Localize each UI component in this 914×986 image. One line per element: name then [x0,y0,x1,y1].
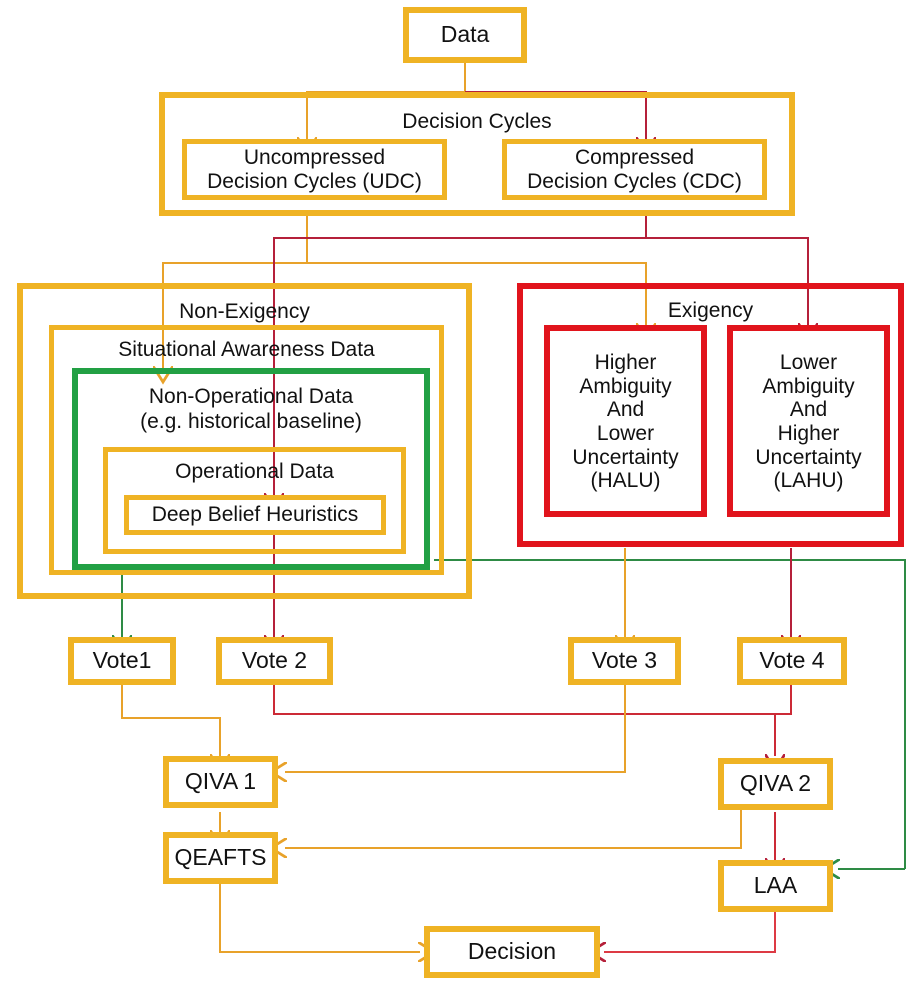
node-vote2[interactable]: Vote 2 [216,637,333,685]
node-vote1[interactable]: Vote1 [68,637,176,685]
node-laa-label: LAA [753,872,798,899]
wire-udc-halu [307,262,646,325]
node-decision[interactable]: Decision [424,926,600,978]
wire-vote2-qiva2 [273,685,775,756]
group-decision-cycles[interactable]: Decision Cycles [159,92,795,216]
node-lahu-line-6: (LAHU) [773,469,844,493]
node-vote2-label: Vote 2 [241,647,308,674]
node-udc[interactable]: Uncompressed Decision Cycles (UDC) [182,139,447,200]
node-vote4[interactable]: Vote 4 [737,637,847,685]
node-lahu-line-4: Higher [777,422,840,445]
wire-udc-nonexigency [163,262,307,368]
node-halu-line-6: (HALU) [590,469,661,493]
wire-vote1-qiva1 [121,685,220,756]
node-halu-line-2: Ambiguity [579,374,672,398]
node-laa[interactable]: LAA [718,860,833,912]
node-lahu-line-2: Ambiguity [762,374,855,398]
group-situational-awareness[interactable]: Situational Awareness Data [49,325,444,575]
node-deep-belief-heuristics-label: Deep Belief Heuristics [151,503,359,527]
node-qiva2-label: QIVA 2 [739,770,812,797]
node-cdc-line1: Compressed [574,145,695,169]
group-non-operational-data-label: Non-Operational Data [148,385,354,408]
node-qeafts[interactable]: QEAFTS [163,832,278,884]
wire-qiva2-qeafts [285,810,742,848]
node-data-label: Data [440,21,490,48]
node-cdc[interactable]: Compressed Decision Cycles (CDC) [502,139,767,200]
group-non-exigency-label: Non-Exigency [179,300,310,323]
wire-laa-decision [604,912,776,952]
node-deep-belief-heuristics[interactable]: Deep Belief Heuristics [124,495,386,535]
node-halu-line-3: And [606,398,645,422]
node-qiva2[interactable]: QIVA 2 [718,758,833,810]
node-udc-line2: Decision Cycles (UDC) [207,169,422,193]
group-exigency[interactable]: Exigency [517,283,904,547]
node-halu-line-1: Higher [594,351,657,375]
wire-vote3-qiva1 [285,685,626,772]
wire-greenbox-laa-run [434,559,906,869]
wire-qeafts-decision [219,870,420,952]
node-halu-line-5: Uncertainty [572,445,679,469]
group-situational-awareness-label: Situational Awareness Data [118,338,375,361]
node-lahu-line-5: Uncertainty [755,445,862,469]
node-data[interactable]: Data [403,7,527,63]
node-halu[interactable]: Higher Ambiguity And Lower Uncertainty (… [544,325,707,517]
node-decision-label: Decision [467,938,557,965]
group-exigency-label: Exigency [667,299,754,322]
wire-cdc-deepbelief [274,237,646,495]
node-halu-line-4: Lower [596,422,655,445]
node-vote4-label: Vote 4 [759,647,825,674]
wire-vote4-qiva2 [774,685,792,756]
group-decision-cycles-label: Decision Cycles [402,110,552,133]
node-vote3-label: Vote 3 [591,647,658,674]
group-non-operational-data-note: (e.g. historical baseline) [140,410,362,433]
group-operational-data[interactable]: Operational Data [103,447,406,554]
node-lahu[interactable]: Lower Ambiguity And Higher Uncertainty (… [727,325,890,517]
node-udc-line1: Uncompressed [243,145,386,169]
group-operational-data-label: Operational Data [175,460,334,483]
node-qeafts-label: QEAFTS [174,844,267,871]
node-qiva1[interactable]: QIVA 1 [163,756,278,808]
node-vote3[interactable]: Vote 3 [568,637,681,685]
node-cdc-line2: Decision Cycles (CDC) [527,169,742,193]
group-non-exigency[interactable]: Non-Exigency [17,283,472,599]
node-vote1-label: Vote1 [92,647,152,674]
wire-cdc-lahu [646,237,808,325]
group-non-operational-data[interactable]: Non-Operational Data (e.g. historical ba… [72,368,430,570]
node-qiva1-label: QIVA 1 [184,768,257,795]
node-lahu-line-3: And [789,398,828,422]
node-lahu-line-1: Lower [779,351,838,375]
